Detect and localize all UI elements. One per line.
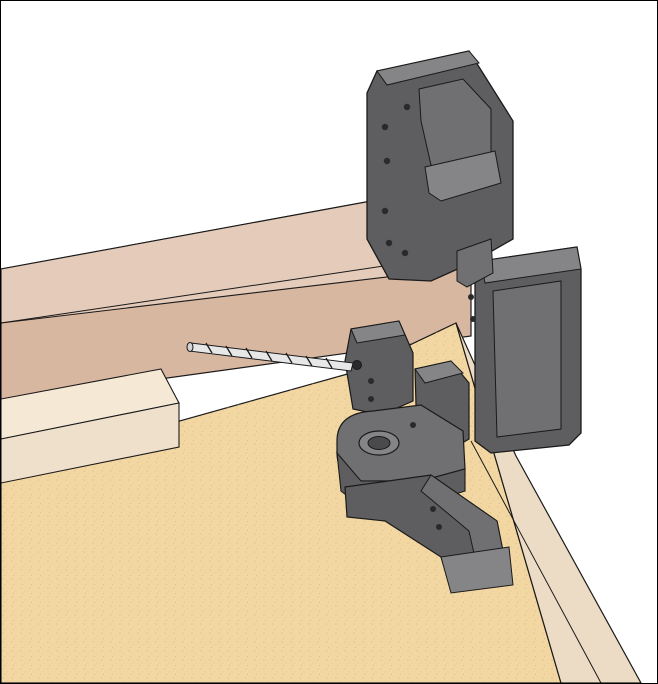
screw-hole [381, 207, 389, 215]
clamp-lower-body [336, 360, 514, 594]
drill-bit-flutes [205, 342, 333, 369]
screw-hole [368, 396, 374, 402]
clamp-back-plate-top [376, 50, 480, 86]
wood-block [1, 368, 180, 484]
screw-hole [410, 422, 416, 428]
screw-hole [403, 103, 411, 111]
clamp-center-block-top [414, 360, 464, 384]
screw-hole [401, 249, 409, 257]
drill-bit [186, 342, 354, 372]
clamp-connector [456, 238, 494, 288]
clamp-side-arm-inner [492, 280, 562, 438]
screw-hole [470, 316, 476, 322]
screw-hole [436, 524, 442, 530]
screw-hole [385, 239, 393, 247]
screw-hole [430, 506, 436, 512]
drill-guide [344, 320, 414, 416]
clamp-upper-body [366, 50, 582, 454]
screw-hole [468, 294, 474, 300]
drill-guide-hole [352, 360, 362, 370]
clamp-pivot-inner [367, 436, 391, 450]
wood-block-front [1, 402, 180, 484]
clamp-tab [424, 150, 502, 202]
screw-hole [383, 157, 391, 165]
drill-guide-top [350, 320, 406, 344]
screw-hole [381, 123, 389, 131]
drill-bit-tip [186, 342, 194, 352]
screw-hole [368, 378, 374, 384]
clamp-lower-foot [440, 546, 514, 594]
